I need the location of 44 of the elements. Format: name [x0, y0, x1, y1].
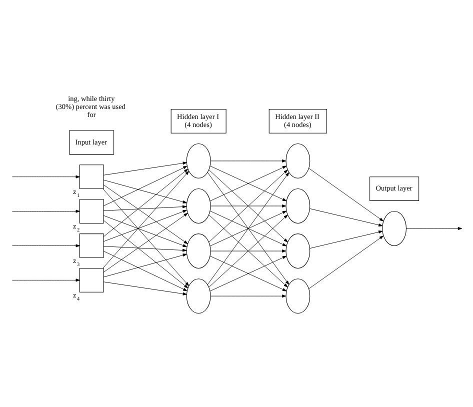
arrow [102, 168, 188, 236]
arrow [102, 253, 186, 277]
arrow [210, 204, 286, 207]
node-box [78, 198, 104, 223]
arrow [102, 209, 186, 242]
arrow [102, 188, 189, 286]
arrow [102, 214, 186, 247]
arrow [11, 244, 80, 247]
node-circle [382, 210, 406, 246]
arrow [11, 209, 80, 212]
arrow [102, 220, 188, 288]
arrow [209, 165, 286, 201]
arrow [309, 208, 382, 226]
arrow [11, 174, 80, 178]
node-box [78, 164, 104, 189]
arrow [210, 294, 286, 298]
arrow [102, 212, 188, 272]
arrow [210, 158, 286, 162]
arrow [102, 179, 186, 203]
arrow [210, 249, 286, 252]
arrow [308, 167, 383, 221]
arrow [102, 161, 186, 175]
node-circle [186, 188, 210, 223]
arrow [406, 226, 462, 230]
arrow [209, 210, 286, 246]
arrow [206, 172, 289, 284]
arrow [102, 170, 189, 268]
node-circle [285, 188, 310, 223]
arrow [208, 169, 288, 242]
arrow [102, 246, 186, 252]
node-box [78, 267, 104, 292]
node-box [78, 233, 104, 258]
arrow [102, 204, 186, 210]
arrow [209, 255, 286, 291]
arrow [309, 230, 382, 248]
node-circle [285, 233, 310, 268]
node-circle [186, 233, 210, 268]
arrow [102, 250, 187, 291]
arrow [102, 281, 186, 295]
arrow [11, 278, 80, 282]
arrow [308, 235, 383, 289]
arrow [102, 184, 188, 244]
arrow [102, 165, 187, 206]
arrow [208, 214, 288, 287]
